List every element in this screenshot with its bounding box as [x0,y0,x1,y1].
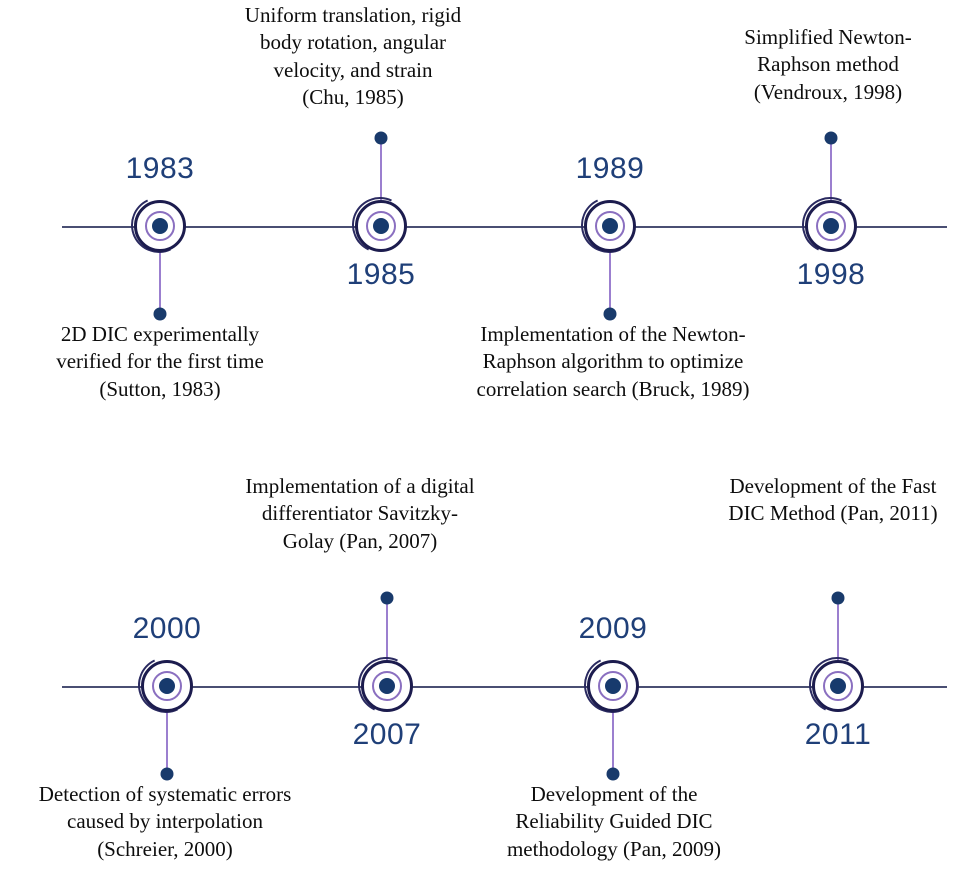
event-connector-dot [374,131,388,145]
event-caption-line: Reliability Guided DIC [515,809,713,834]
event-year-label: 2007 [352,718,422,751]
event-year-label: 2011 [804,718,872,751]
marker-core-dot-icon [152,218,168,234]
event-caption-line: Detection of systematic errors [38,782,292,806]
event-connector-line [380,138,382,200]
event-caption: Uniform translation, rigid body rotation,… [245,2,461,111]
event-caption: Simplified Newton- Raphson method(Vendrou… [744,24,911,106]
event-caption-line: Simplified Newton- [744,25,912,49]
event-connector-dot [606,767,620,781]
event-caption: Detection of systematic errors caused by … [39,781,292,863]
timeline-event-marker[interactable] [801,649,873,721]
timeline-event-marker[interactable] [350,649,422,721]
event-year-label: 2000 [132,612,202,645]
event-caption-line: Implementation of the Newton- [480,322,746,346]
event-caption-line: correlation search (Bruck, 1989) [476,376,750,401]
event-year-label: 1985 [346,258,416,291]
event-caption: Implementation of a digital differentiato… [245,473,474,555]
event-connector-line [166,712,168,774]
timeline-event-marker[interactable] [130,649,202,721]
event-connector-dot [153,307,167,321]
marker-core-dot-icon [373,218,389,234]
timeline-event-marker[interactable] [344,189,416,261]
event-caption-line: (Sutton, 1983) [99,376,221,401]
timeline-event-marker[interactable] [794,189,866,261]
marker-inner-ring-icon [598,671,628,701]
marker-inner-ring-icon [372,671,402,701]
marker-core-dot-icon [605,678,621,694]
event-caption-line: 2D DIC experimentally [60,322,260,346]
event-caption-line: Implementation of a digital [245,474,475,498]
event-caption-line: differentiator Savitzky- [261,501,459,526]
event-year-label: 1989 [575,152,645,185]
event-connector-line [830,138,832,200]
event-year-label: 2009 [578,612,648,645]
event-caption-line: caused by interpolation [67,809,263,834]
event-connector-dot [831,591,845,605]
timeline-event-marker[interactable] [123,189,195,261]
event-connector-dot [380,591,394,605]
marker-inner-ring-icon [823,671,853,701]
event-connector-line [612,712,614,774]
event-caption-line: velocity, and strain [273,57,433,82]
event-caption-line: (Schreier, 2000) [97,836,233,861]
event-caption-line: Development of the [530,782,698,806]
marker-core-dot-icon [823,218,839,234]
marker-core-dot-icon [379,678,395,694]
event-connector-dot [603,307,617,321]
event-caption-line: Raphson method [757,52,899,77]
timeline-event-marker[interactable] [576,649,648,721]
event-year-label: 1998 [796,258,866,291]
marker-core-dot-icon [830,678,846,694]
event-connector-line [837,598,839,660]
event-caption: Implementation of the Newton- Raphson alg… [477,321,750,403]
event-connector-line [159,252,161,314]
event-connector-line [386,598,388,660]
event-connector-line [609,252,611,314]
event-caption-line: (Chu, 1985) [302,84,404,109]
timeline-event-marker[interactable] [573,189,645,261]
event-caption-line: Raphson algorithm to optimize [482,349,744,374]
marker-core-dot-icon [602,218,618,234]
event-connector-dot [160,767,174,781]
event-connector-dot [824,131,838,145]
event-caption-line: (Vendroux, 1998) [753,79,903,104]
event-caption-line: Development of the Fast [729,474,937,498]
timeline-axis [62,686,947,688]
event-caption-line: Golay (Pan, 2007) [282,528,438,553]
event-caption-line: methodology (Pan, 2009) [506,836,722,861]
marker-outer-ring-icon [805,200,857,252]
event-caption-line: Uniform translation, rigid [244,3,462,27]
event-caption-line: verified for the first time [56,349,264,374]
event-caption: 2D DIC experimentally verified for the fi… [56,321,264,403]
marker-outer-ring-icon [584,200,636,252]
event-caption-line: body rotation, angular [259,30,447,55]
event-caption-line: DIC Method (Pan, 2011) [728,501,938,526]
event-year-label: 1983 [125,152,195,185]
marker-outer-ring-icon [355,200,407,252]
marker-core-dot-icon [159,678,175,694]
timeline-axis [62,226,947,228]
